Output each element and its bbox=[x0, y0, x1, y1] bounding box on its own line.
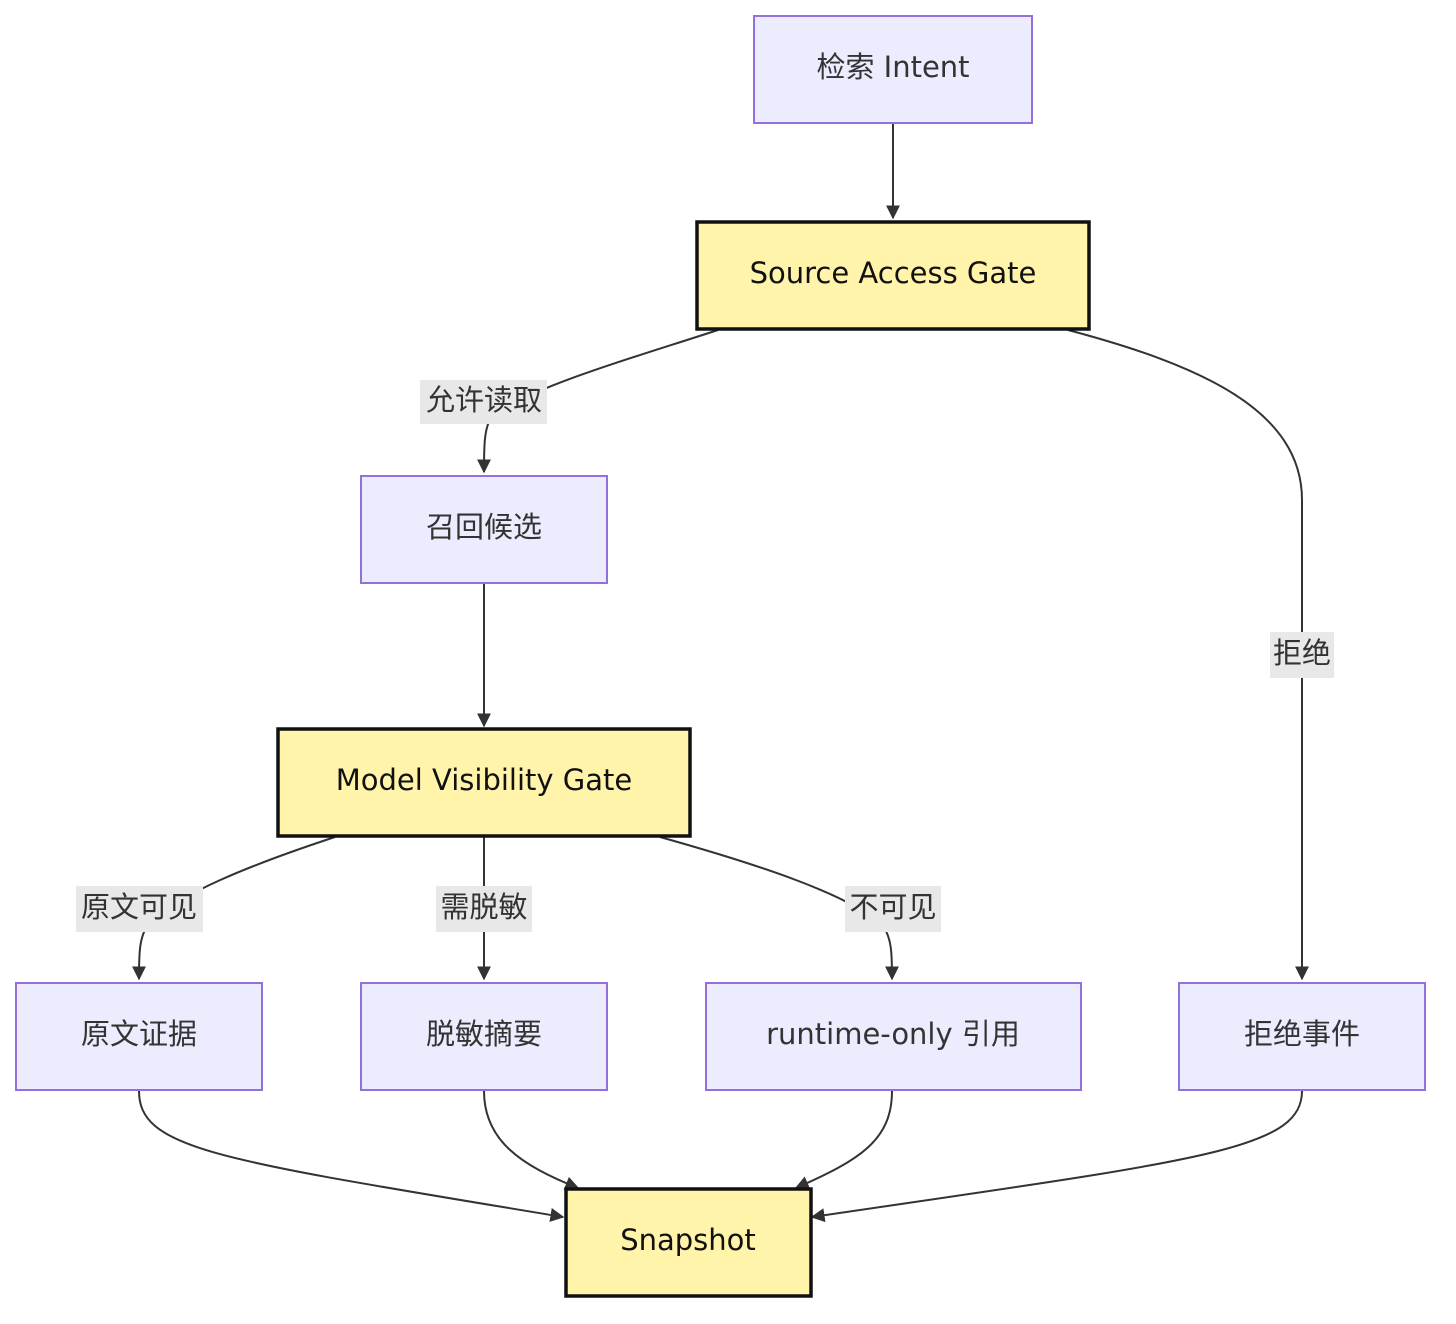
node-label: Model Visibility Gate bbox=[336, 763, 633, 797]
edge-label-text: 不可见 bbox=[849, 890, 936, 924]
edge-source-gate-to-reject-event bbox=[1067, 329, 1309, 981]
node-label: 原文证据 bbox=[81, 1017, 197, 1051]
node-runtime-only-reference: runtime-only 引用 bbox=[705, 982, 1082, 1091]
node-label: 检索 Intent bbox=[816, 50, 969, 84]
edge-reject-event-to-snapshot bbox=[810, 1090, 1303, 1223]
edge-label-raw-visible: 原文可见 bbox=[76, 886, 203, 932]
node-label: 脱敏摘要 bbox=[426, 1017, 542, 1051]
node-snapshot: Snapshot bbox=[564, 1187, 813, 1298]
edge-runtime-ref-to-snapshot bbox=[794, 1090, 893, 1190]
edge-label-needs-redaction: 需脱敏 bbox=[436, 886, 532, 932]
node-label: Source Access Gate bbox=[750, 256, 1037, 290]
node-reject-event: 拒绝事件 bbox=[1178, 982, 1426, 1091]
node-redacted-summary: 脱敏摘要 bbox=[360, 982, 608, 1091]
node-label: 拒绝事件 bbox=[1244, 1017, 1360, 1051]
edge-label-reject: 拒绝 bbox=[1270, 632, 1334, 678]
node-intent: 检索 Intent bbox=[753, 15, 1033, 124]
edge-redacted-summary-to-snapshot bbox=[483, 1090, 580, 1190]
node-source-access-gate: Source Access Gate bbox=[695, 220, 1091, 331]
edge-label-text: 允许读取 bbox=[426, 383, 542, 417]
node-label: Snapshot bbox=[620, 1223, 756, 1257]
edge-label-text: 拒绝 bbox=[1273, 636, 1331, 670]
edge-label-text: 需脱敏 bbox=[440, 890, 527, 924]
edge-raw-evidence-to-snapshot bbox=[138, 1090, 565, 1222]
node-raw-evidence: 原文证据 bbox=[15, 982, 263, 1091]
edge-label-allow-read: 允许读取 bbox=[420, 380, 547, 424]
node-recall-candidates: 召回候选 bbox=[360, 475, 608, 584]
edge-label-text: 原文可见 bbox=[81, 890, 197, 924]
edge-label-not-visible: 不可见 bbox=[845, 886, 941, 932]
node-label: runtime-only 引用 bbox=[766, 1017, 1020, 1051]
node-model-visibility-gate: Model Visibility Gate bbox=[276, 727, 692, 838]
node-label: 召回候选 bbox=[426, 510, 542, 544]
